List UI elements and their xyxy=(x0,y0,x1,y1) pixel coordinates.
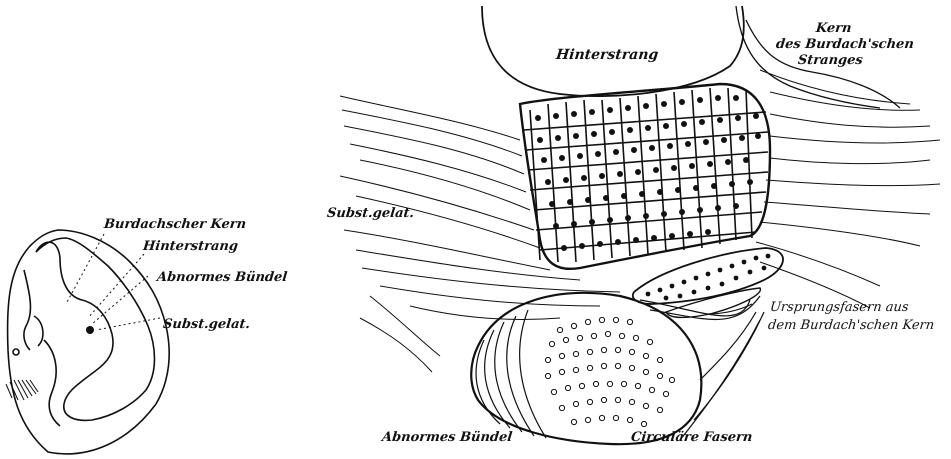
small-band xyxy=(666,288,760,318)
anterior-root-fibres xyxy=(6,380,38,400)
kern-fibres xyxy=(756,70,940,308)
central-canal xyxy=(13,349,19,355)
label-kern-des-burdachschen-stranges: Kern des Burdach'schen Stranges xyxy=(774,22,891,67)
label-kern-line-3: Stranges xyxy=(774,54,887,67)
label-kern-line-2: des Burdach'schen xyxy=(775,38,888,51)
label-hinterstrang: Hinterstrang xyxy=(555,48,659,62)
lower-band-cells xyxy=(646,254,771,301)
nucleus-cell-texture xyxy=(524,88,768,262)
label-subst-gelat: Subst.gelat. xyxy=(326,207,414,220)
label-ursprungsfasern: Ursprungsfasern aus dem Burdach'schen Ke… xyxy=(767,301,936,332)
label-abnormes-buendel: Abnormes Bündel xyxy=(381,431,513,444)
abnormes-buendel-fibres xyxy=(545,317,674,426)
small-cross-section xyxy=(6,230,169,454)
label-abnormes-buendel-small: Abnormes Bündel xyxy=(156,271,288,284)
label-circulare-fasern: Circuläre Fasern xyxy=(630,431,753,444)
label-burdachscher-kern: Burdachscher Kern xyxy=(103,218,246,231)
label-ursprung-line-1: Ursprungsfasern aus xyxy=(769,301,936,314)
posterior-horn xyxy=(44,340,60,426)
detail-drawing xyxy=(340,6,940,444)
circulare-fasern xyxy=(640,296,764,440)
abnormes-buendel-hatching xyxy=(476,310,546,438)
abnormal-bundle-dot xyxy=(86,326,94,334)
anterior-horn xyxy=(24,270,31,350)
label-ursprung-line-2: dem Burdach'schen Kern xyxy=(767,319,934,332)
grey-matter-outline xyxy=(36,238,155,420)
label-kern-line-1: Kern xyxy=(777,22,890,35)
label-subst-gelat-small: Subst.gelat. xyxy=(162,318,250,331)
label-hinterstrang-small: Hinterstrang xyxy=(142,240,238,253)
central-canal-ring xyxy=(34,316,43,346)
